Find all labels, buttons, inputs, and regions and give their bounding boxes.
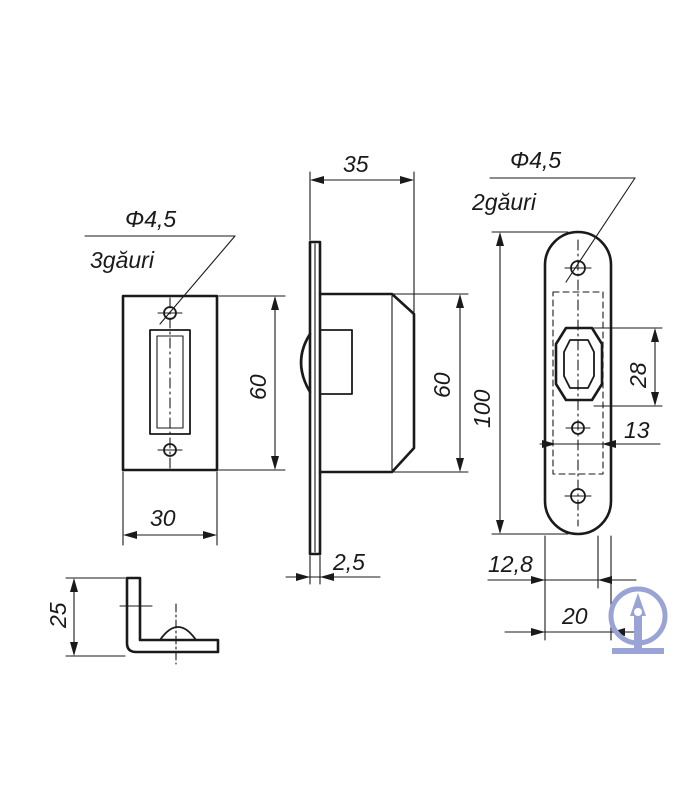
- latch-body-view: 35 60 2,5: [285, 151, 469, 585]
- face-plate-leader: [565, 177, 636, 283]
- latch-height-label: 60: [429, 372, 455, 398]
- angle-bracket-height-label: 25: [45, 602, 71, 629]
- strike-plate-width-label: 30: [150, 505, 176, 531]
- face-plate-hole-diameter: Φ4,5: [510, 147, 561, 173]
- angle-bracket-profile: [125, 576, 220, 654]
- latch-depth-label: 35: [343, 151, 369, 177]
- face-plate-latch-height-label: 28: [625, 362, 651, 389]
- face-plate-hole-count: 2găuri: [471, 189, 537, 215]
- latch-bolt: [319, 329, 353, 395]
- face-plate-width-label: 20: [561, 603, 588, 629]
- shield-logo-icon: [608, 586, 668, 654]
- latch-thickness-label: 2,5: [332, 549, 365, 575]
- strike-plate-outline: [121, 294, 219, 472]
- face-plate-offset-label: 12,8: [488, 551, 533, 577]
- angle-bracket-roller: [159, 626, 197, 641]
- face-plate-length-label: 100: [469, 389, 495, 428]
- angle-bracket-view: 25: [45, 576, 220, 665]
- face-plate-latch-opening: [554, 326, 604, 402]
- face-plate-outline: [543, 230, 613, 536]
- strike-plate-hole-count: 3găuri: [90, 247, 155, 273]
- face-plate-latch-width-label: 13: [624, 417, 650, 443]
- strike-plate-hole-diameter: Φ4,5: [125, 206, 176, 232]
- latch-front-plate: [308, 240, 322, 556]
- latch-housing-outline: [318, 292, 416, 474]
- face-plate-view: Φ4,5 2găuri 100 28 13 12,8 20: [469, 147, 663, 641]
- strike-plate-leader: [159, 235, 236, 325]
- strike-plate-height-label: 60: [245, 374, 271, 400]
- strike-plate-view: Φ4,5 3găuri 60 30: [84, 206, 286, 546]
